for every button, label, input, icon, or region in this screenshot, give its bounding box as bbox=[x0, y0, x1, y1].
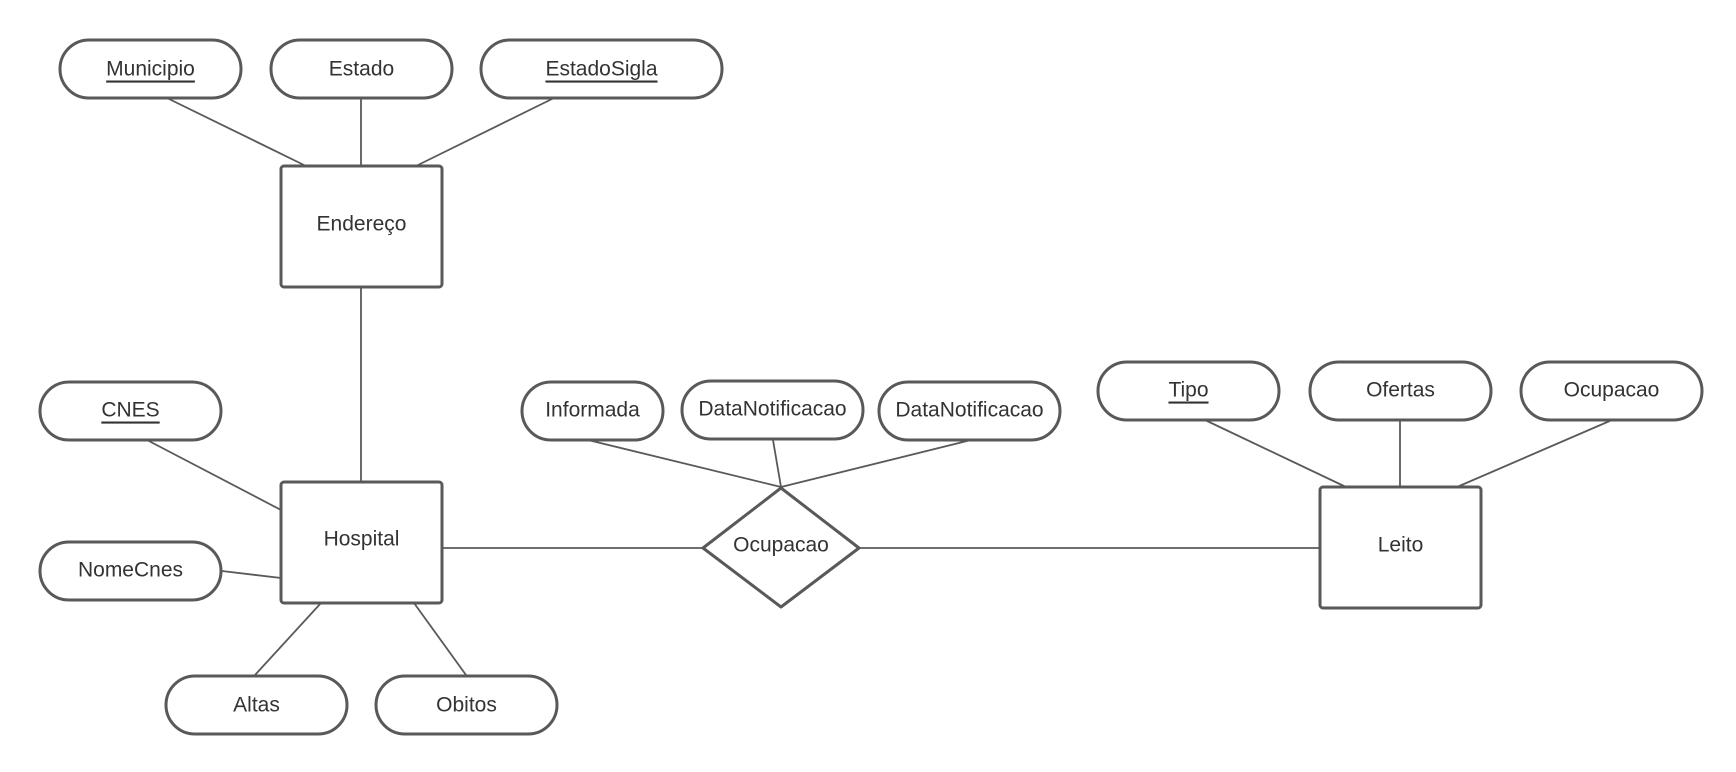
attribute-leito-ocupacao[interactable]: Ocupacao bbox=[1519, 360, 1704, 422]
entity-leito-label: Leito bbox=[1378, 534, 1424, 557]
attribute-estadosigla-label: EstadoSigla bbox=[545, 58, 657, 81]
attribute-informada-label: Informada bbox=[545, 399, 640, 422]
edge-estadosigla-endereco bbox=[415, 97, 555, 167]
attribute-ofertas-label: Ofertas bbox=[1366, 379, 1435, 402]
entity-hospital-label: Hospital bbox=[324, 528, 400, 551]
attribute-datanotificacao-1[interactable]: DataNotificacao bbox=[680, 379, 865, 441]
attribute-datanotificacao-2-label: DataNotificacao bbox=[895, 399, 1043, 422]
edge-datanotificacao2-ocupacao bbox=[780, 439, 972, 488]
edge-altas-hospital bbox=[254, 602, 322, 676]
attribute-altas-label: Altas bbox=[233, 694, 280, 717]
attribute-municipio-label: Municipio bbox=[106, 58, 195, 81]
attribute-datanotificacao-1-label: DataNotificacao bbox=[698, 398, 846, 421]
attribute-leito-ocupacao-label: Ocupacao bbox=[1564, 379, 1660, 402]
entity-endereco-label: Endereço bbox=[317, 213, 407, 236]
entity-hospital[interactable]: Hospital bbox=[279, 480, 444, 605]
attribute-altas[interactable]: Altas bbox=[164, 674, 349, 736]
relationship-ocupacao[interactable]: Ocupacao bbox=[701, 486, 861, 609]
attribute-obitos[interactable]: Obitos bbox=[374, 674, 559, 736]
attribute-nomecnes-label: NomeCnes bbox=[78, 559, 183, 582]
attribute-obitos-label: Obitos bbox=[436, 694, 497, 717]
attribute-municipio[interactable]: Municipio bbox=[58, 38, 243, 100]
connectors bbox=[146, 97, 1613, 676]
entity-endereco[interactable]: Endereço bbox=[279, 164, 444, 289]
edge-leito-ocupacao-attr-leito bbox=[1456, 419, 1613, 488]
edge-datanotificacao1-ocupacao bbox=[772, 439, 782, 488]
attribute-nomecnes[interactable]: NomeCnes bbox=[38, 540, 223, 602]
attribute-informada[interactable]: Informada bbox=[520, 380, 665, 442]
entity-leito[interactable]: Leito bbox=[1318, 485, 1483, 610]
attribute-cnes-label: CNES bbox=[101, 399, 159, 422]
edge-municipio-endereco bbox=[166, 97, 307, 167]
relationship-ocupacao-label: Ocupacao bbox=[733, 534, 829, 557]
edge-nomecnes-hospital bbox=[221, 570, 282, 579]
attribute-tipo-label: Tipo bbox=[1168, 379, 1208, 402]
edge-obitos-hospital bbox=[413, 602, 467, 676]
edge-cnes-hospital bbox=[146, 439, 282, 511]
attribute-estado-label: Estado bbox=[329, 58, 394, 81]
attribute-cnes[interactable]: CNES bbox=[38, 380, 223, 442]
attribute-estado[interactable]: Estado bbox=[269, 38, 454, 100]
attribute-tipo[interactable]: Tipo bbox=[1096, 360, 1281, 422]
edge-informada-ocupacao bbox=[587, 439, 782, 488]
attribute-datanotificacao-2[interactable]: DataNotificacao bbox=[877, 380, 1062, 442]
attribute-estadosigla[interactable]: EstadoSigla bbox=[479, 38, 724, 100]
attribute-ofertas[interactable]: Ofertas bbox=[1308, 360, 1493, 422]
edge-tipo-leito bbox=[1204, 419, 1347, 488]
